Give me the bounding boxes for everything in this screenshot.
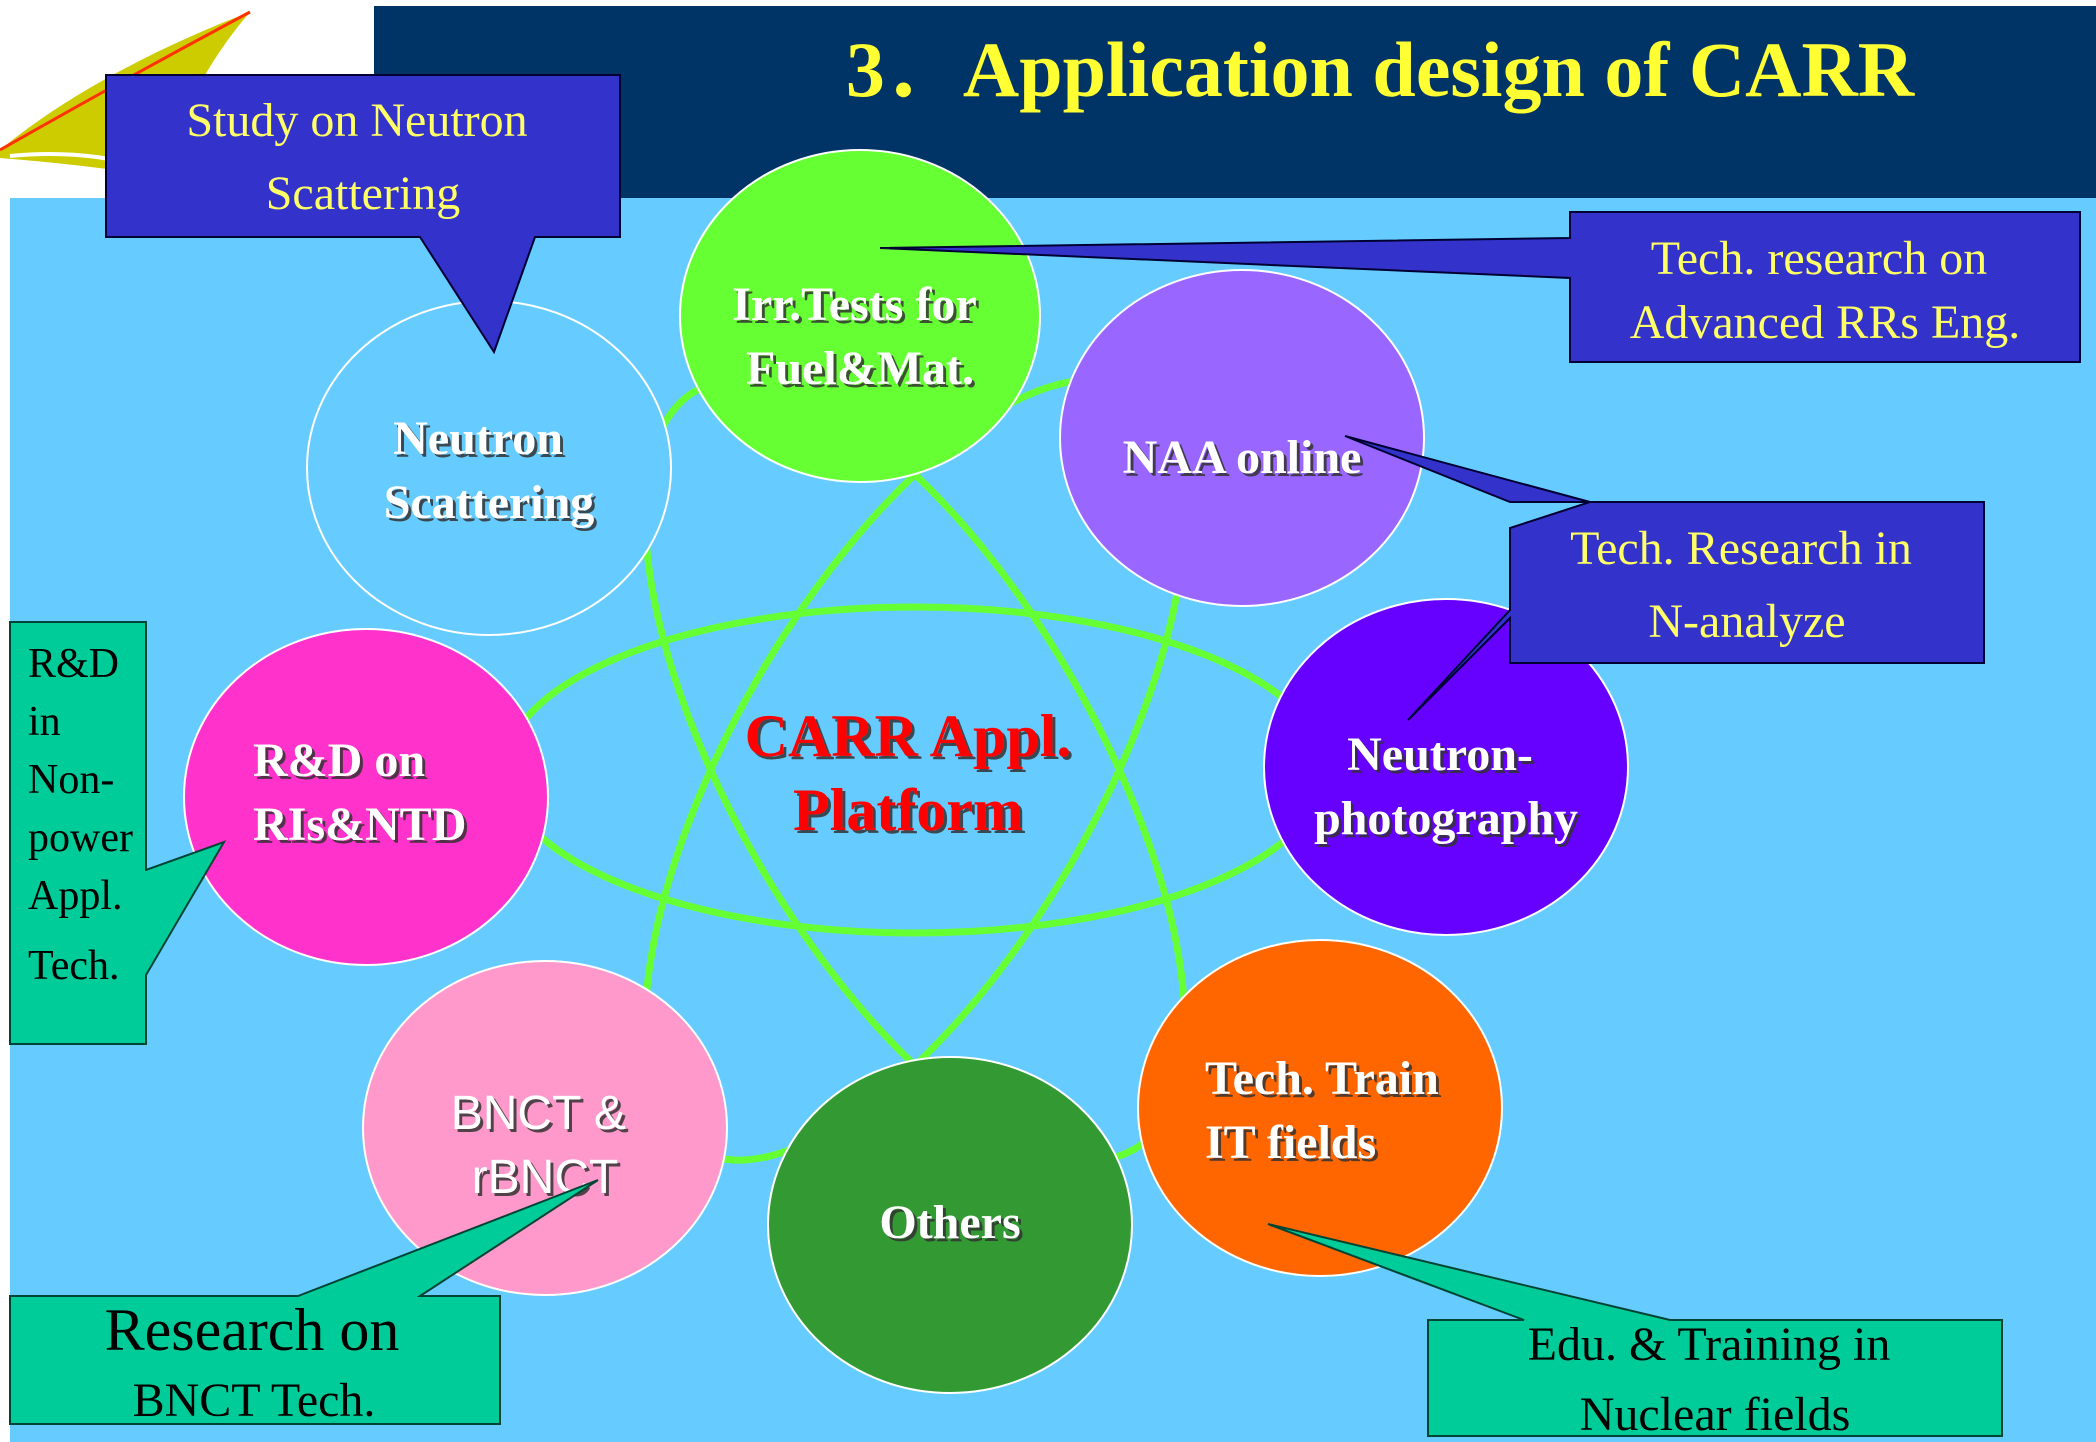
node-irr-tests-line1: Irr.Tests for — [732, 278, 976, 331]
callout-rd-nonpower-line5: Appl. — [28, 873, 123, 919]
node-tech-train[interactable]: Tech. Train IT fields — [1137, 939, 1503, 1277]
callout-rd-nonpower-line2: in — [28, 699, 61, 745]
svg-text:Study on Neutron Scatter: Study on Neutron Scattering — [186, 94, 539, 220]
svg-text:Edu. & Training in Nucle: Edu. & Training in Nuclear fields — [1528, 1318, 1903, 1441]
callout-tech-n-analyze: Tech. Research in N-analyze — [1344, 435, 1985, 721]
node-tech-train-line1: Tech. Train — [1205, 1052, 1439, 1105]
node-rd-ris-line1: R&D on — [253, 734, 425, 787]
svg-text:Research on BNCT Tech.: Research on BNCT Tech. — [105, 1297, 404, 1427]
node-others-label: Others — [879, 1196, 1020, 1249]
callout-study-neutron-line2: Scattering — [266, 167, 461, 220]
callout-tech-advanced-line1: Tech. research on — [1651, 232, 1987, 285]
svg-text:Tech. Research in N-anal: Tech. Research in N-analyze — [1570, 522, 1924, 648]
header-bar — [374, 6, 2096, 198]
svg-text:Neutron Scattering: Neutron Scattering — [384, 412, 595, 529]
callout-tech-n-analyze-line2: N-analyze — [1648, 595, 1845, 648]
node-tech-train-line2: IT fields — [1205, 1116, 1376, 1169]
svg-text:Tech. research on Advanc: Tech. research on Advanced RRs Eng. — [1630, 232, 2021, 349]
node-neutron-scattering-line1: Neutron — [393, 412, 563, 465]
node-irr-tests-line2: Fuel&Mat. — [746, 342, 974, 395]
node-rd-ris[interactable]: R&D on RIs&NTD — [183, 628, 549, 966]
callout-edu-training-line2: Nuclear fields — [1580, 1388, 1851, 1441]
svg-text:R&D in Non-: R&D in Non- power Appl. Tech. — [28, 641, 143, 989]
page-title: 3．Application design of CARR — [846, 26, 1916, 113]
node-neutron-photography-line1: Neutron- — [1347, 728, 1533, 781]
node-irr-tests[interactable]: Irr.Tests for Fuel&Mat. — [679, 149, 1041, 483]
callout-study-neutron-line1: Study on Neutron — [186, 94, 527, 147]
orbit-tilted-right — [641, 376, 1189, 1164]
svg-text:BNCT & rBNCT: BNCT & rBNCT — [451, 1087, 640, 1204]
callout-research-bnct: Research on BNCT Tech. — [9, 1179, 599, 1427]
node-neutron-photography[interactable]: Neutron- photography — [1263, 598, 1629, 936]
node-naa-online-label: NAA online — [1123, 431, 1362, 484]
callout-edu-training-line1: Edu. & Training in — [1528, 1318, 1891, 1371]
center-label: CARR Appl. Platform — [745, 703, 1072, 843]
node-bnct[interactable]: BNCT & rBNCT — [362, 960, 728, 1296]
center-label-line2: Platform — [793, 777, 1023, 843]
callout-rd-nonpower-line3: Non- — [28, 757, 114, 803]
node-neutron-photography-line2: photography — [1314, 792, 1578, 845]
svg-text:R&D on RIs&NTD: R&D on RIs&NTD — [253, 734, 466, 851]
node-neutron-scattering[interactable]: Neutron Scattering — [306, 300, 672, 636]
node-rd-ris-line2: RIs&NTD — [253, 798, 466, 851]
svg-text:Neutron- photography: Neutron- photography — [1314, 728, 1578, 845]
callout-tech-advanced-line2: Advanced RRs Eng. — [1630, 296, 2021, 349]
callout-research-bnct-line1: Research on — [105, 1297, 400, 1363]
callout-rd-nonpower-line4: power — [28, 815, 133, 861]
callout-study-neutron: Study on Neutron Scattering — [105, 74, 621, 355]
svg-text:Irr.Tests for Fuel&Mat.: Irr.Tests for Fuel&Mat. — [732, 278, 988, 395]
callout-rd-nonpower-line6: Tech. — [28, 943, 120, 989]
callout-tech-n-analyze-line1: Tech. Research in — [1570, 522, 1912, 575]
callout-tech-advanced: Tech. research on Advanced RRs Eng. — [879, 211, 2081, 363]
node-others[interactable]: Others — [767, 1056, 1133, 1394]
node-neutron-scattering-line2: Scattering — [384, 476, 595, 529]
callout-research-bnct-line2: BNCT Tech. — [133, 1374, 376, 1427]
callout-edu-training: Edu. & Training in Nuclear fields — [1267, 1223, 2003, 1441]
center-label-line1: CARR Appl. — [745, 703, 1072, 769]
node-bnct-line2: rBNCT — [472, 1151, 619, 1204]
callout-rd-nonpower: R&D in Non- power Appl. Tech. — [9, 621, 227, 1045]
node-naa-online[interactable]: NAA online — [1059, 269, 1425, 607]
svg-text:Tech. Train IT fields: Tech. Train IT fields — [1205, 1052, 1451, 1169]
callout-rd-nonpower-line1: R&D — [28, 641, 119, 687]
node-bnct-line1: BNCT & — [451, 1087, 626, 1140]
